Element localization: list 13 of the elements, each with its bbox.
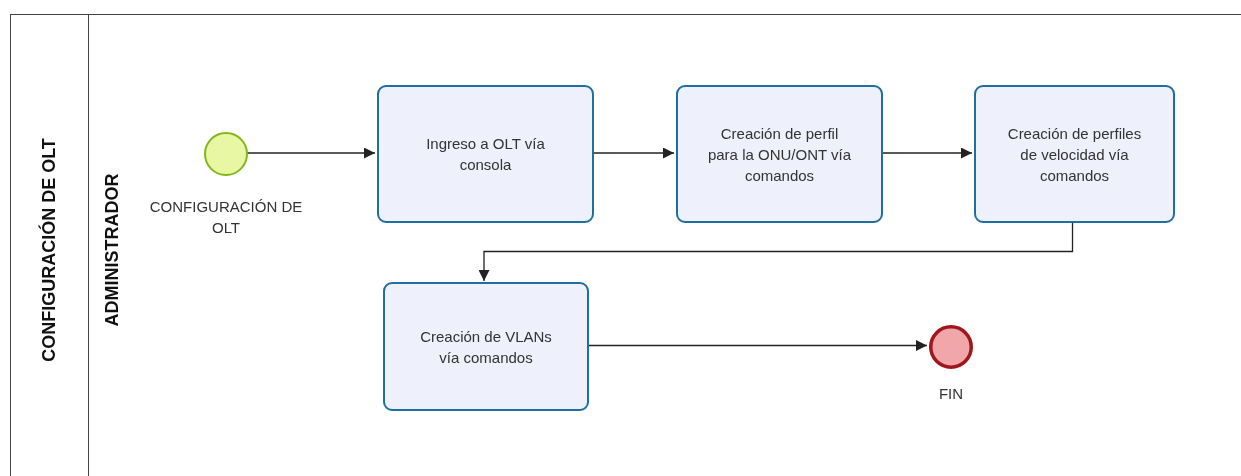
task-label: Ingreso a OLT vía consola	[425, 134, 546, 175]
task-box	[676, 85, 883, 223]
event-label: FIN	[937, 384, 965, 404]
task-box	[377, 85, 594, 223]
task-box	[974, 85, 1175, 223]
task-box	[383, 282, 589, 411]
sequence-arrow	[478, 221, 1074, 282]
task-label: Creación de VLANs vía comandos	[419, 326, 553, 368]
task-label: Creación de perfiles de velocidad vía comandos	[1006, 123, 1143, 186]
event-label: CONFIGURACIÓN DE OLT	[148, 197, 304, 238]
pool-label: CONFIGURACIÓN DE OLT	[38, 138, 60, 362]
lane-label: ADMINISTRADOR	[101, 173, 123, 327]
task-label: Creación de perfil para la ONU/ONT vía comandos	[706, 123, 853, 186]
